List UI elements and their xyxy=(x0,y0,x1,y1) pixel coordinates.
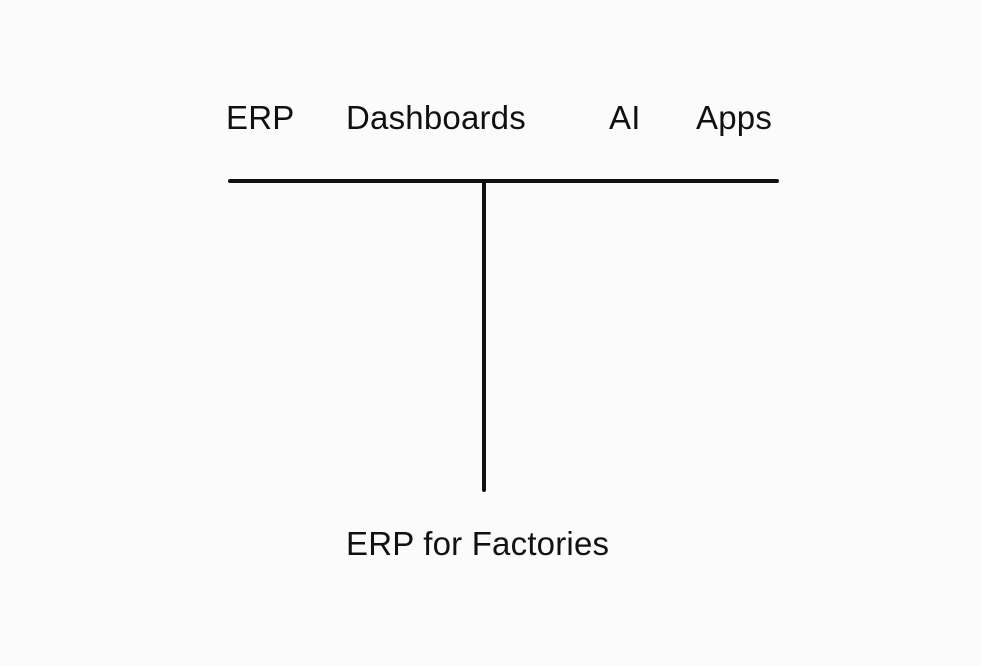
label-dashboards: Dashboards xyxy=(346,99,526,136)
label-erp: ERP xyxy=(226,99,295,136)
label-ai: AI xyxy=(609,99,641,136)
label-apps: Apps xyxy=(696,99,773,136)
label-erp-for-factories: ERP for Factories xyxy=(346,525,610,562)
